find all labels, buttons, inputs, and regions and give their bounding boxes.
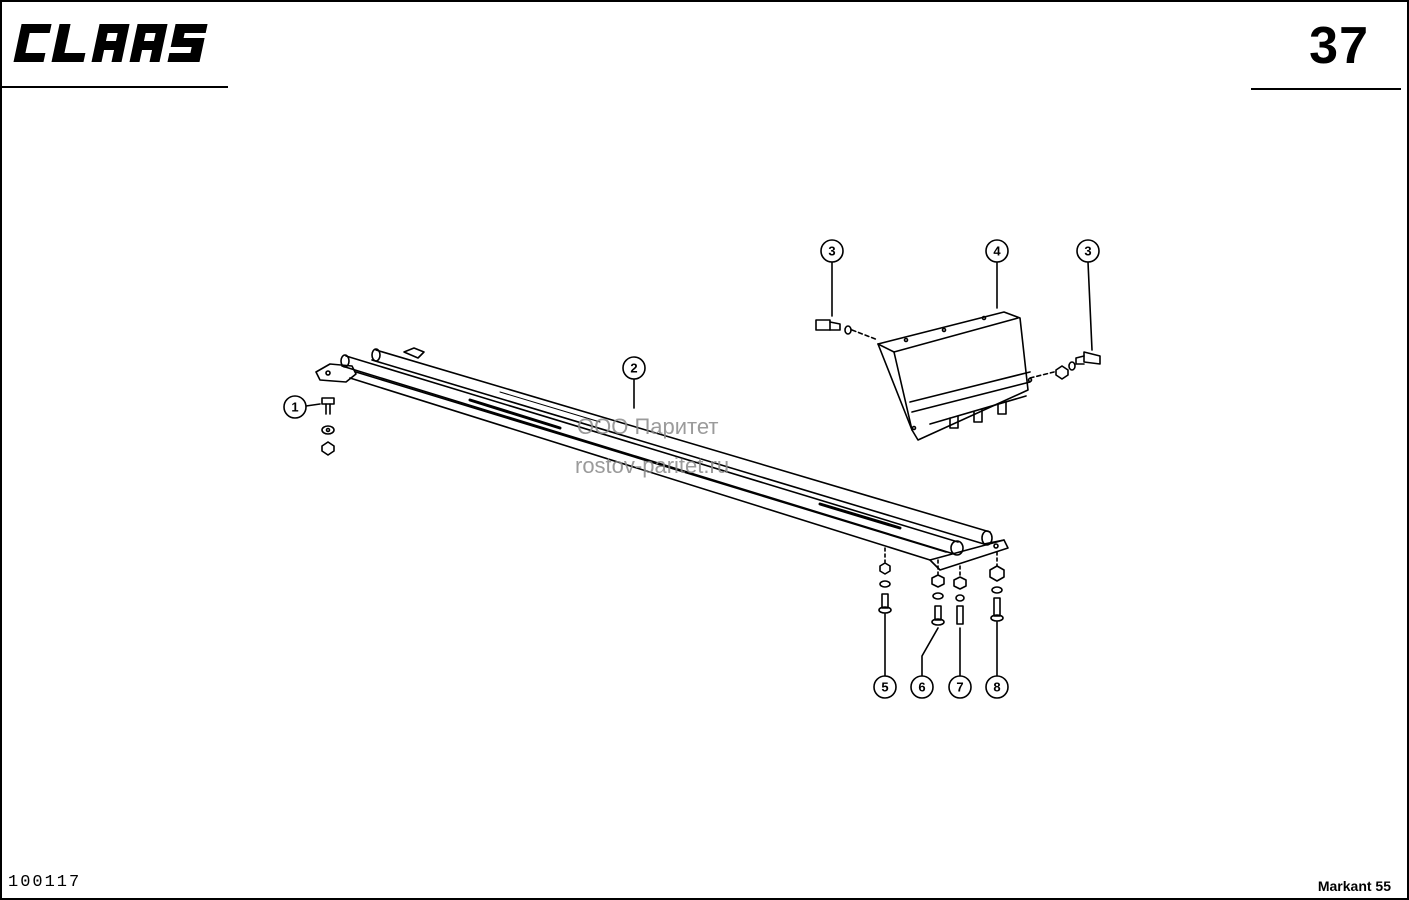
callout-3-left [820,239,844,263]
watermark-url: rostov-paritet.ru [575,453,730,478]
callout-1 [283,395,307,419]
watermark-company: ООО Паритет [577,414,719,439]
callout-8 [985,675,1009,699]
callout-label-7: 7 [956,680,963,695]
callout-label-1: 1 [291,400,298,415]
callout-label-5: 5 [881,680,888,695]
model-name: Markant 55 [1317,878,1391,894]
callout-2 [622,356,646,380]
claas-logo [8,22,233,69]
callout-3-right [1076,239,1100,263]
callout-label-2: 2 [630,361,637,376]
callout-7 [948,675,972,699]
bracket-part [877,311,1033,441]
document-id: 100117 [8,873,82,892]
callout-label-3-left: 3 [828,244,835,259]
callouts [283,239,1100,699]
callout-5 [873,675,897,699]
header-rule-left [0,86,228,88]
rail-assembly [315,347,1009,571]
callout-label-8: 8 [993,680,1000,695]
hardware-left [321,397,335,456]
callout-label-4: 4 [993,244,1001,259]
hardware-lower [878,547,1005,677]
hardware-bracket-right [1029,351,1101,380]
hardware-bracket-left [815,319,879,341]
header-rule-right [1251,88,1401,90]
callout-4 [985,239,1009,263]
callout-label-3-right: 3 [1084,244,1091,259]
callout-6 [910,675,934,699]
page-number: 37 [1309,17,1369,75]
callout-label-6: 6 [918,680,925,695]
